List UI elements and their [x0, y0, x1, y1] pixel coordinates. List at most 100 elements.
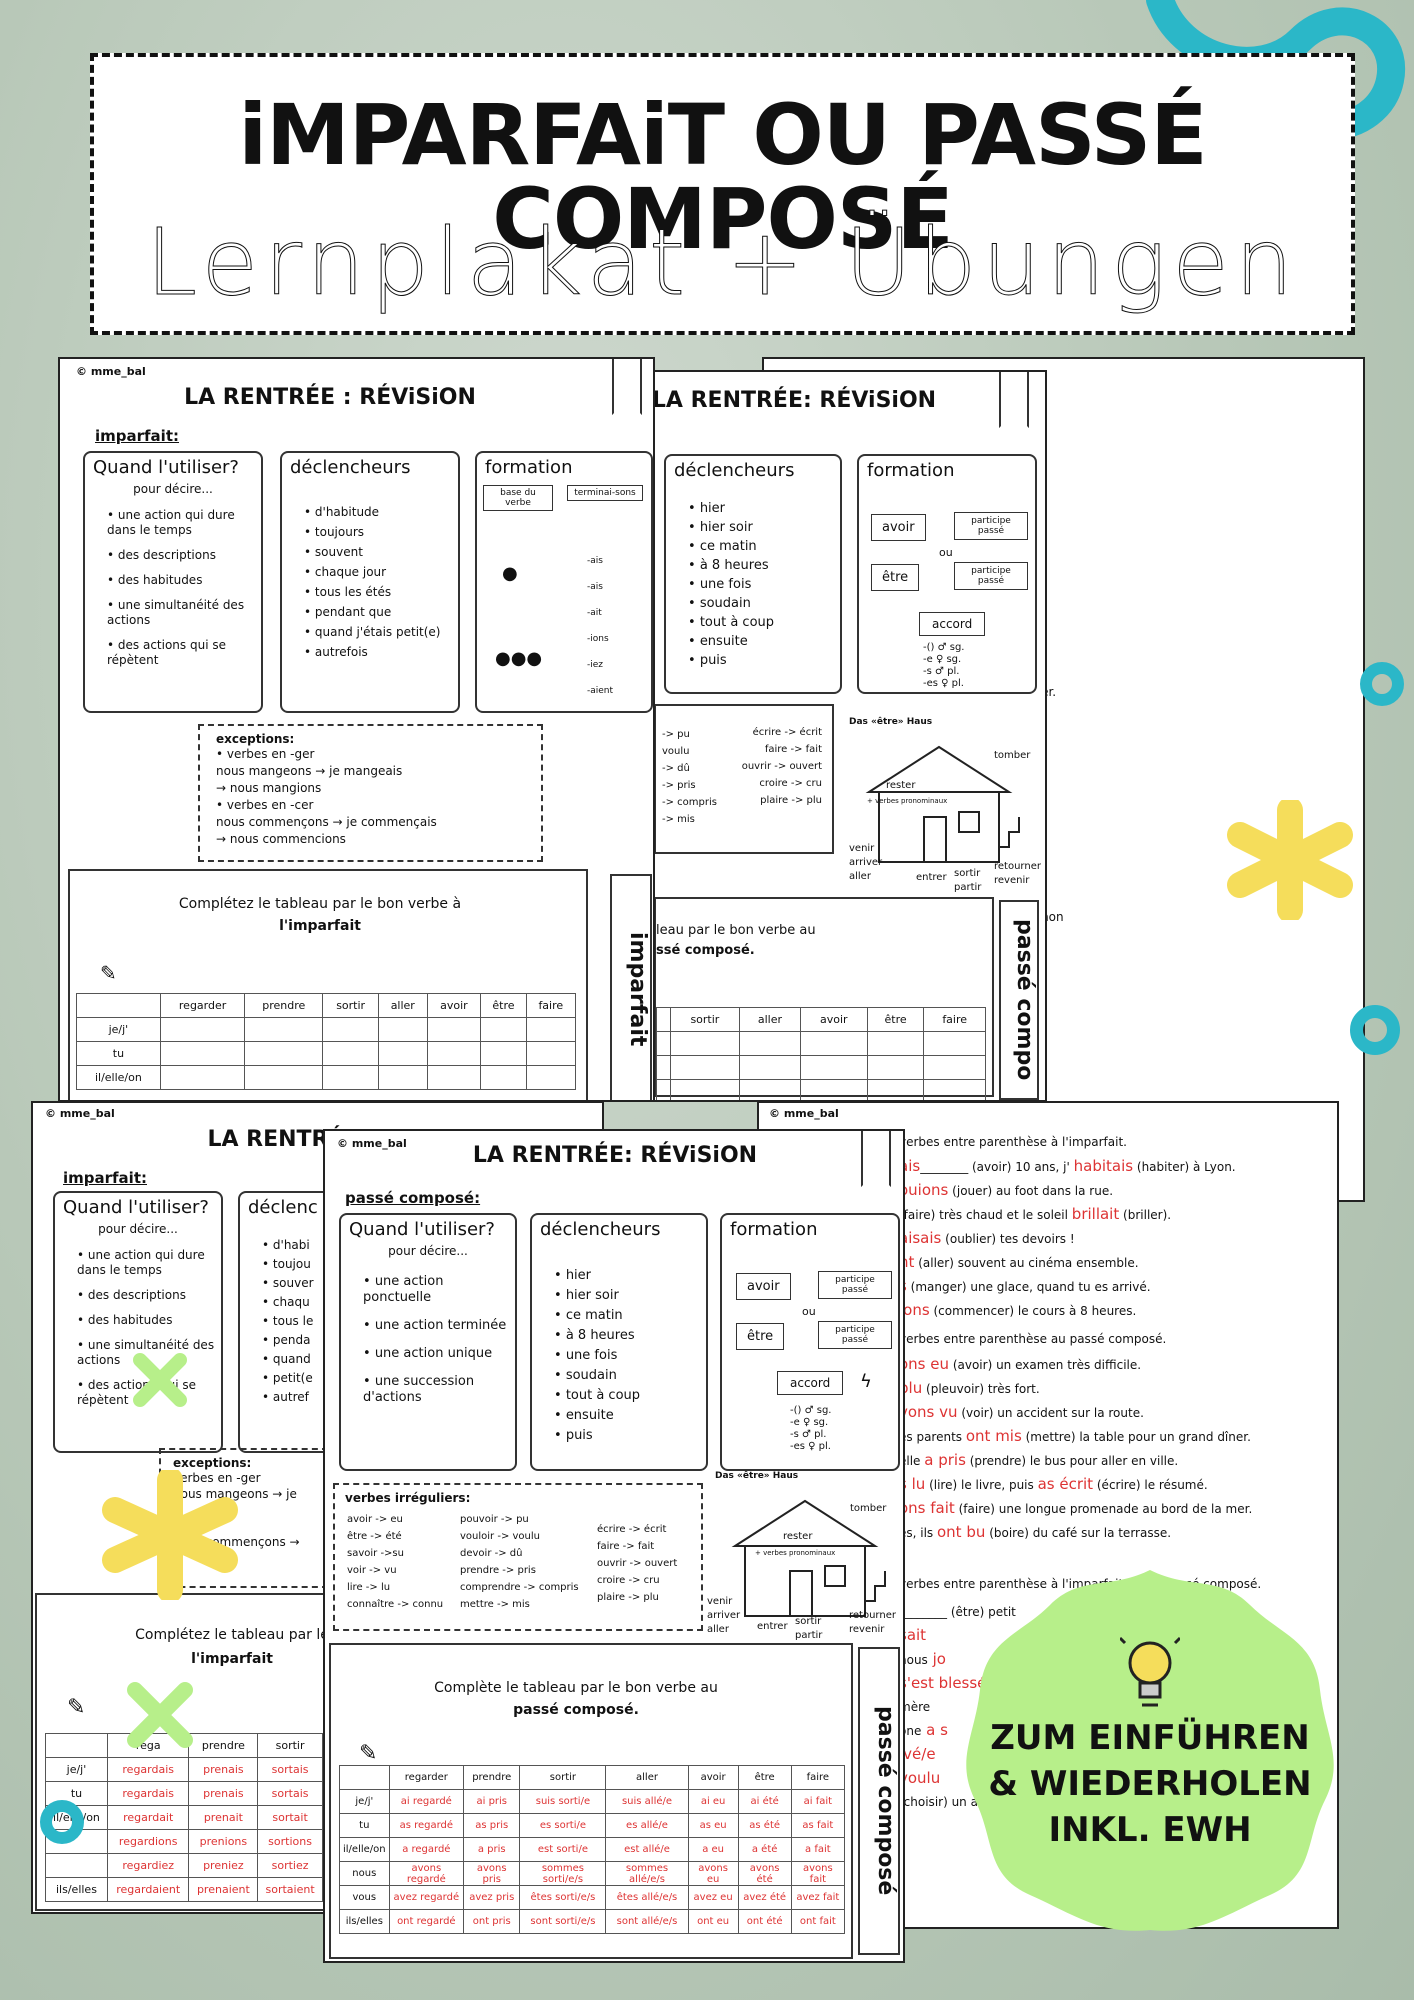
- when-item: des habitudes: [77, 1313, 221, 1328]
- table-cell: sommes sorti/e/s: [519, 1861, 607, 1886]
- trigger-item: puis: [688, 651, 840, 670]
- answer-text: a pris: [924, 1451, 966, 1469]
- exercise-text: sait: [899, 1626, 927, 1644]
- table-cell: sortiez: [257, 1853, 323, 1878]
- when-subtitle: pour décire...: [388, 1244, 468, 1258]
- table-cell: êtes allé/e/s: [605, 1885, 689, 1910]
- house-word: venir: [849, 843, 875, 854]
- table-cell: avons regardé: [388, 1861, 465, 1886]
- table-header: [76, 993, 161, 1018]
- table-cell: [656, 1031, 671, 1056]
- table-cell: sommes allé/e/s: [605, 1861, 689, 1886]
- exercise-text: ________ (avoir) 10 ans, j': [920, 1160, 1074, 1174]
- triggers-box: déclencheurs d'habitudetoujourssouventch…: [280, 451, 460, 713]
- exception-item: nous mangeons → je mangeais: [216, 764, 403, 778]
- trigger-item: tout à coup: [554, 1386, 706, 1406]
- table-cell: regardiez: [106, 1853, 190, 1878]
- table-cell: [799, 1031, 868, 1056]
- table-cell: tu: [76, 1041, 161, 1066]
- when-item: des descriptions: [107, 548, 261, 563]
- exception-item: → nous mangions: [216, 781, 322, 795]
- exercise-line: (choisir) un av: [899, 1791, 1016, 1814]
- lightbulb-icon: [1120, 1635, 1180, 1707]
- table-cell: es allé/e: [605, 1813, 689, 1838]
- house-word: arriver: [707, 1610, 741, 1621]
- table-cell: prenait: [188, 1805, 259, 1830]
- table-cell: [866, 1055, 925, 1080]
- table-cell: [669, 1079, 741, 1100]
- exercise-text: (écrire) le résumé.: [1093, 1478, 1208, 1492]
- house-word: arriver: [849, 857, 883, 868]
- badge-shape: [966, 1570, 1334, 1931]
- table-cell: avons fait: [790, 1861, 846, 1886]
- triggers-box: déclencheurs hierhier soirce matinà 8 he…: [530, 1213, 708, 1471]
- triggers-list: hierhier soirce matinà 8 heuresune foiss…: [532, 1266, 706, 1446]
- table-cell: regardais: [106, 1781, 190, 1806]
- participe-label: participe passé: [818, 1271, 892, 1299]
- table-cell: tu: [339, 1813, 390, 1838]
- exercise-text: (jouer) au foot dans la rue.: [948, 1184, 1114, 1198]
- exception-item: → nous commencions: [216, 832, 346, 846]
- triggers-list: hierhier soirce matinà 8 heuresune foiss…: [666, 499, 840, 670]
- table-cell: sortait: [257, 1805, 323, 1830]
- table-cell: [866, 1079, 925, 1100]
- house-word: partir: [795, 1630, 823, 1641]
- trigger-item: une fois: [688, 575, 840, 594]
- irregular-item: faire -> fait: [597, 1541, 655, 1552]
- irregular-item: -> compris: [662, 797, 717, 808]
- when-box: Quand l'utiliser? pour décire... une act…: [83, 451, 263, 713]
- when-item: une action qui dure dans le temps: [107, 508, 261, 538]
- exercise-heading: verbes entre parenthèse à l'imparfait.: [899, 1135, 1127, 1149]
- sheet-title: LA RENTRÉE : RÉViSiON: [184, 385, 476, 410]
- table-header: sortir: [669, 1007, 741, 1032]
- table-cell: avons été: [737, 1861, 792, 1886]
- table-cell: prenions: [188, 1829, 259, 1854]
- main-title: iMPARFAiT OU PASSÉ COMPOSÉ: [238, 86, 1207, 268]
- table-header: regarder: [159, 993, 246, 1018]
- irregular-item: comprendre -> compris: [460, 1582, 579, 1593]
- endings-list: -ais-ais-ait-ions-iez-aient: [587, 548, 613, 704]
- table-cell: [923, 1055, 986, 1080]
- agreement-item: -() ♂ sg.: [923, 642, 965, 653]
- endings-label: terminai-sons: [567, 485, 643, 501]
- house-word: revenir: [849, 1624, 885, 1635]
- formation-box: formation base du verbe terminai-sons ● …: [475, 451, 653, 713]
- when-title: Quand l'utiliser?: [63, 1197, 209, 1218]
- irregular-item: connaître -> connu: [347, 1599, 444, 1610]
- table-cell: [45, 1853, 108, 1878]
- table-cell: avez regardé: [388, 1885, 465, 1910]
- exercise-lines: ons eu (avoir) un examen très difficile.…: [899, 1353, 1252, 1545]
- trigger-item: penda: [262, 1331, 396, 1350]
- passe-compose-sheet-front: © mme_bal LA RENTRÉE: RÉViSiON passé com…: [323, 1129, 905, 1963]
- table-cell: est sorti/e: [519, 1837, 607, 1862]
- table-cell: sont allé/e/s: [605, 1909, 689, 1934]
- table-cell: prenaient: [188, 1877, 259, 1902]
- answer-text: habitais: [1073, 1157, 1134, 1175]
- exercise-text: Complète le tableau par le bon verbe au: [434, 1680, 718, 1696]
- answer-text: ons eu: [899, 1355, 950, 1373]
- exercise-text: (pleuvoir) très fort.: [922, 1382, 1040, 1396]
- imparfait-sheet-back: © mme_bal LA RENTRÉE : RÉViSiON imparfai…: [58, 357, 655, 1102]
- table-cell: [159, 1041, 246, 1066]
- answer-text: ont mis: [965, 1427, 1022, 1445]
- exercise-line: nous jo: [899, 1648, 1016, 1672]
- trigger-item: quand: [262, 1350, 396, 1369]
- table-cell: [739, 1079, 801, 1100]
- irregular-item: prendre -> pris: [460, 1565, 536, 1576]
- irregular-item: faire -> fait: [764, 744, 822, 755]
- trigger-item: tous les étés: [304, 582, 458, 602]
- table-row: [656, 1031, 986, 1056]
- ending-item: -aient: [587, 686, 614, 696]
- trigger-item: d'habitude: [304, 502, 458, 522]
- irregular-item: -> pu: [662, 729, 690, 740]
- formation-title: formation: [730, 1219, 818, 1240]
